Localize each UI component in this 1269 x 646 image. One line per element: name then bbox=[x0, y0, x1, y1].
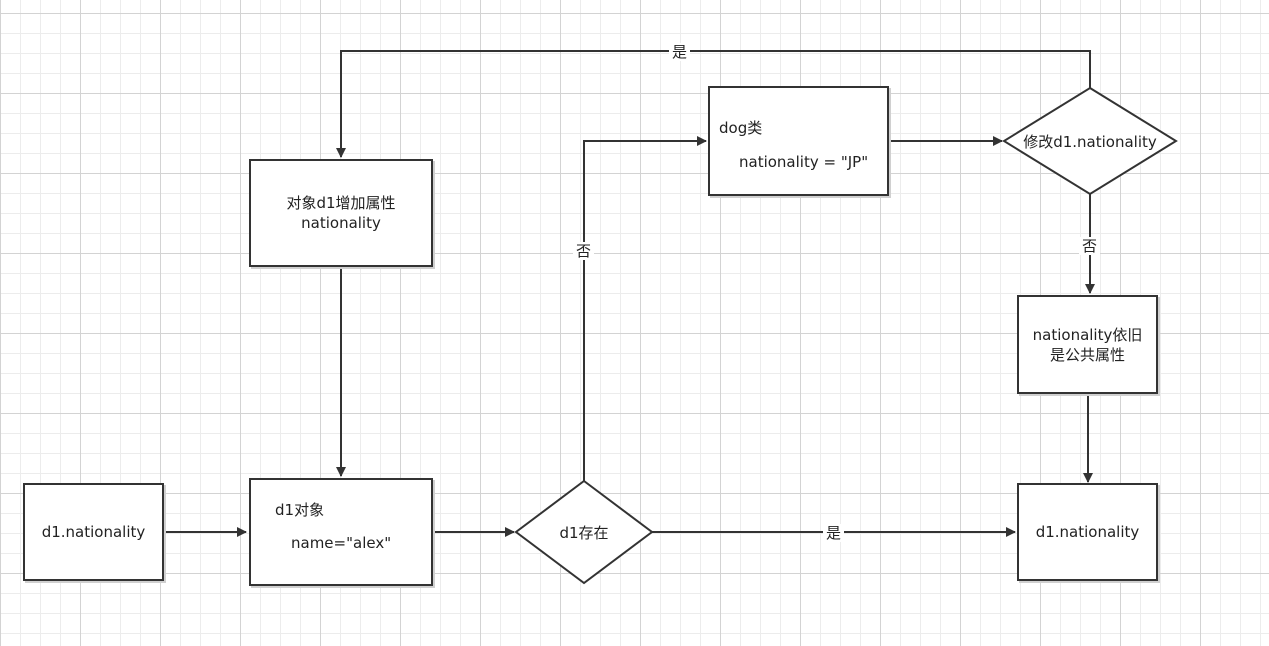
edge-exists-no-to-dog-class bbox=[583, 136, 707, 481]
node-dog-class-body: nationality = "JP" bbox=[739, 153, 869, 171]
edge-label-exists-yes: 是 bbox=[823, 524, 845, 542]
edge-label-modify-yes: 是 bbox=[669, 43, 691, 61]
decision-modify[interactable]: 修改d1.nationality bbox=[1004, 88, 1176, 194]
edge-modify-yes-to-add-attr bbox=[336, 50, 1091, 158]
decision-modify-shape bbox=[1002, 86, 1178, 196]
decision-exists-shape bbox=[514, 479, 654, 585]
edge-label-modify-no: 否 bbox=[1079, 237, 1101, 255]
node-still-public-line2: 是公共属性 bbox=[1049, 345, 1125, 364]
node-result-nationality-text: d1.nationality bbox=[1035, 523, 1140, 541]
node-result-nationality[interactable]: d1.nationality bbox=[1017, 483, 1158, 581]
decision-modify-text: 修改d1.nationality bbox=[1023, 132, 1157, 151]
node-d1-object[interactable]: d1对象 name="alex" bbox=[249, 478, 433, 586]
node-still-public-line1: nationality依旧 bbox=[1032, 325, 1143, 344]
decision-exists[interactable]: d1存在 bbox=[516, 481, 652, 583]
node-add-attribute-line1: 对象d1增加属性 bbox=[286, 194, 396, 212]
node-add-attribute[interactable]: 对象d1增加属性 nationality bbox=[249, 159, 433, 267]
node-add-attribute-line2: nationality bbox=[301, 214, 381, 232]
decision-exists-text: d1存在 bbox=[559, 523, 609, 542]
node-dog-class-title: dog类 bbox=[719, 119, 763, 137]
edge-label-exists-no: 否 bbox=[573, 242, 595, 260]
node-d1-object-body: name="alex" bbox=[291, 534, 392, 552]
node-dog-class[interactable]: dog类 nationality = "JP" bbox=[708, 86, 889, 196]
node-start-nationality[interactable]: d1.nationality bbox=[23, 483, 164, 581]
node-still-public[interactable]: nationality依旧 是公共属性 bbox=[1017, 295, 1158, 394]
node-start-nationality-text: d1.nationality bbox=[41, 523, 146, 541]
node-d1-object-title: d1对象 bbox=[275, 501, 325, 519]
